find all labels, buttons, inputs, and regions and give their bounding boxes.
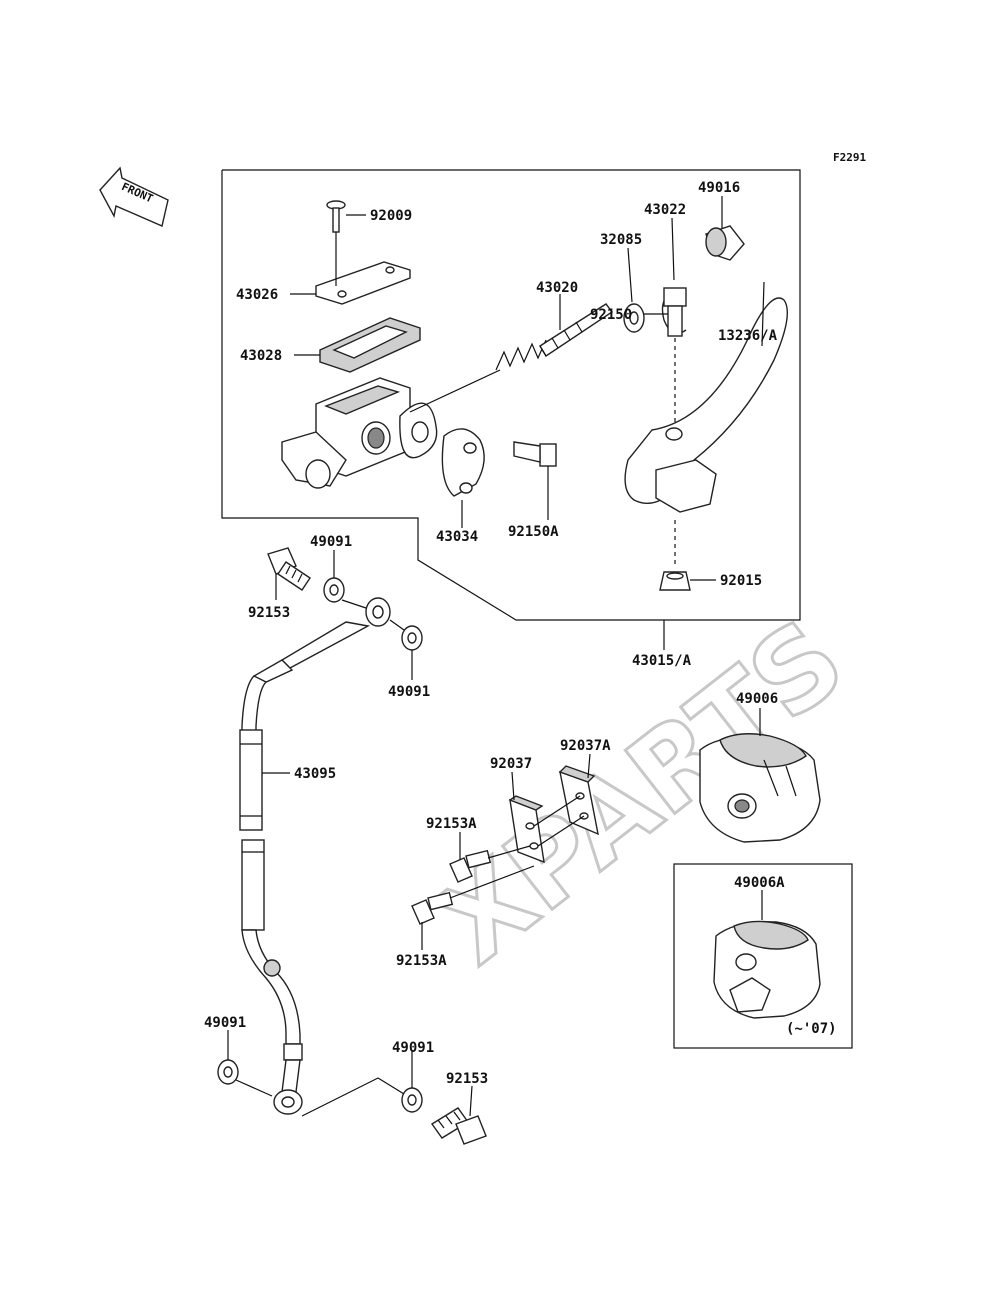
label-43026: 43026	[236, 287, 278, 303]
holder-49006	[699, 733, 821, 843]
label-49091-c: 49091	[204, 1015, 246, 1031]
label-43095: 43095	[294, 766, 336, 782]
holder-49006A	[713, 920, 821, 1019]
label-92153A-b: 92153A	[396, 953, 447, 969]
reservoir-cover-43026	[315, 261, 411, 305]
label-32085: 32085	[600, 232, 642, 248]
bracket-92037A	[558, 765, 599, 836]
banjo-bolt-92153-bottom	[430, 1107, 487, 1145]
brake-lever-13236A	[624, 297, 789, 513]
label-92153-bottom: 92153	[446, 1071, 488, 1087]
diaphragm-43028	[319, 317, 421, 373]
label-49006A-note: (~'07)	[786, 1021, 837, 1037]
label-92037: 92037	[490, 756, 532, 772]
label-92037A: 92037A	[560, 738, 611, 754]
label-43015A: 43015/A	[632, 653, 692, 669]
label-49006: 49006	[736, 691, 778, 707]
screw-92009	[326, 200, 346, 233]
label-43020: 43020	[536, 280, 578, 296]
label-92009: 92009	[370, 208, 412, 224]
nut-92015	[659, 571, 691, 591]
front-arrow-icon: FRONT	[99, 166, 169, 227]
master-cylinder-body	[281, 377, 438, 489]
label-43034: 43034	[436, 529, 478, 545]
label-49091-b: 49091	[388, 684, 430, 700]
label-43028: 43028	[240, 348, 282, 364]
label-49016: 49016	[698, 180, 740, 196]
label-49091-d: 49091	[392, 1040, 434, 1056]
figure-code: F2291	[833, 151, 866, 164]
label-92150: 92150	[590, 307, 632, 323]
label-43022: 43022	[644, 202, 686, 218]
banjo-bolt-92153-top	[267, 547, 311, 591]
piston-spring-43020	[495, 303, 614, 371]
assembly-boundary	[221, 169, 801, 621]
clamp-bolt-92150A	[513, 441, 557, 467]
clamp-43034	[441, 428, 485, 497]
label-92153A-a: 92153A	[426, 816, 477, 832]
label-13236A: 13236/A	[718, 328, 778, 344]
bolt-92153A-b	[411, 891, 454, 925]
label-49006A: 49006A	[734, 875, 785, 891]
pivot-bolt-92150	[663, 287, 687, 337]
label-92150A: 92150A	[508, 524, 559, 540]
bolt-92153A-a	[449, 849, 492, 883]
box-49006A	[673, 863, 853, 1049]
label-92015: 92015	[720, 573, 762, 589]
boot-49016	[705, 225, 745, 261]
label-49091-a: 49091	[310, 534, 352, 550]
label-92153-top: 92153	[248, 605, 290, 621]
brake-hose-43095	[239, 597, 391, 1115]
bracket-92037	[508, 795, 545, 864]
